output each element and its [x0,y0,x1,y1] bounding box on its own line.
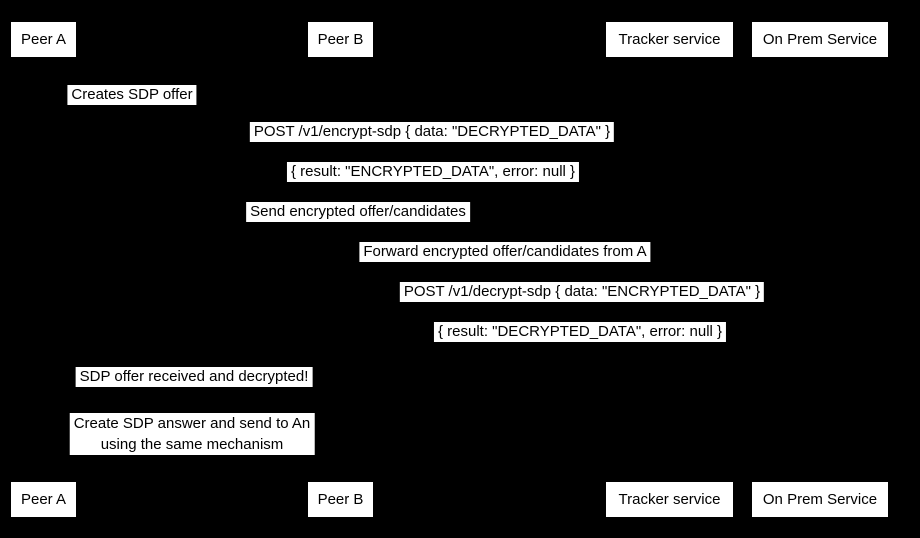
message-label-creates-sdp-offer: Creates SDP offer [67,85,197,105]
message-label-sdp-offer-received: SDP offer received and decrypted! [75,367,313,387]
message-label-encrypt-result: { result: "ENCRYPTED_DATA", error: null … [286,162,580,182]
message-label-decrypt-result: { result: "DECRYPTED_DATA", error: null … [433,322,727,342]
message-label-post-encrypt-sdp: POST /v1/encrypt-sdp { data: "DECRYPTED_… [249,122,615,142]
actor-box-peer-b-bottom: Peer B [308,482,373,517]
message-label-forward-encrypted-offer: Forward encrypted offer/candidates from … [359,242,651,262]
actor-box-on-prem-service-top: On Prem Service [752,22,888,57]
actor-box-tracker-service-bottom: Tracker service [606,482,733,517]
actor-box-peer-a-top: Peer A [11,22,76,57]
actor-box-peer-b-top: Peer B [308,22,373,57]
actor-box-peer-a-bottom: Peer A [11,482,76,517]
actor-box-on-prem-service-bottom: On Prem Service [752,482,888,517]
message-label-post-decrypt-sdp: POST /v1/decrypt-sdp { data: "ENCRYPTED_… [399,282,765,302]
message-label-create-sdp-answer: Create SDP answer and send to An using t… [69,413,315,455]
actor-box-tracker-service-top: Tracker service [606,22,733,57]
message-label-send-encrypted-offer: Send encrypted offer/candidates [246,202,470,222]
